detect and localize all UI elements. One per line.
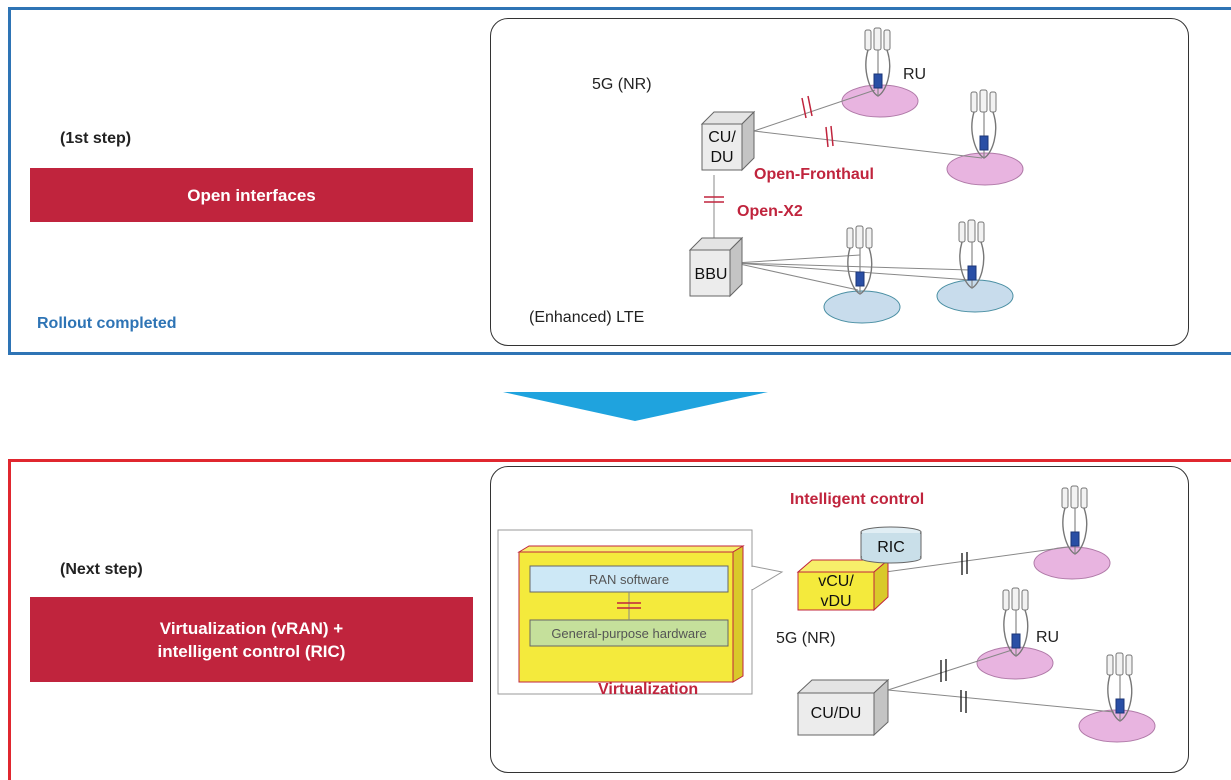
vdu-line: vDU [820, 593, 852, 610]
banner-line-2: intelligent control (RIC) [157, 641, 346, 661]
ru-tower-3 [1061, 485, 1088, 555]
ru-label-bottom: RU [1036, 629, 1060, 646]
first-step-label: (1st step) [60, 130, 132, 147]
hardware-label: General-purpose hardware [551, 626, 707, 641]
next-step-panel [8, 459, 1231, 780]
banner-line-1: Virtualization (vRAN) + [159, 618, 344, 638]
lte-cell-2 [936, 279, 1014, 313]
cu-du-label-bottom: CU/DU [810, 705, 862, 722]
fronthaul-marks [704, 95, 834, 203]
fronthaul-link-1 [753, 89, 876, 132]
lte-cell-1 [823, 290, 901, 324]
ran-software-label: RAN software [588, 572, 670, 587]
vcu-vdu-box [797, 571, 875, 611]
lte-tower-1 [846, 225, 873, 295]
open-x2-label: Open-X2 [737, 203, 803, 220]
vran-ric-banner: Virtualization (vRAN) + intelligent cont… [30, 597, 473, 682]
lte-label: (Enhanced) LTE [529, 309, 645, 326]
ru-label: RU [903, 66, 927, 83]
fronthaul-link-2 [753, 130, 983, 159]
nr-label-bottom: 5G (NR) [776, 630, 836, 647]
ru-tower-4 [1002, 587, 1029, 657]
ran-software-layer [529, 565, 729, 593]
ru-tower-2 [970, 89, 997, 159]
ru-cell-2 [946, 152, 1024, 186]
cu-du-line-1: CU/ [708, 129, 736, 146]
top-diagram-frame [490, 18, 1189, 346]
lte-tower-2 [958, 219, 985, 289]
rollout-status: Rollout completed [37, 315, 177, 332]
hardware-layer [529, 619, 729, 647]
open-interfaces-banner: Open interfaces [30, 168, 473, 222]
virtualization-label: Virtualization [598, 681, 699, 698]
cu-du-label: CU/ DU [700, 128, 744, 168]
vcu-line: vCU/ [818, 573, 854, 590]
cu-du-box-bottom [797, 692, 875, 736]
ric-label: RIC [877, 539, 905, 556]
next-step-label: (Next step) [60, 561, 143, 578]
nr-label: 5G (NR) [592, 76, 652, 93]
cu-du-line-2: DU [710, 149, 734, 166]
open-fronthaul-label: Open-Fronthaul [754, 166, 874, 183]
bbu-label: BBU [694, 266, 728, 283]
vcu-vdu-label: vCU/ vDU [798, 572, 874, 612]
ru-cell-1 [841, 84, 919, 118]
intelligent-control-label: Intelligent control [790, 491, 925, 508]
top-step-panel [8, 7, 1231, 355]
